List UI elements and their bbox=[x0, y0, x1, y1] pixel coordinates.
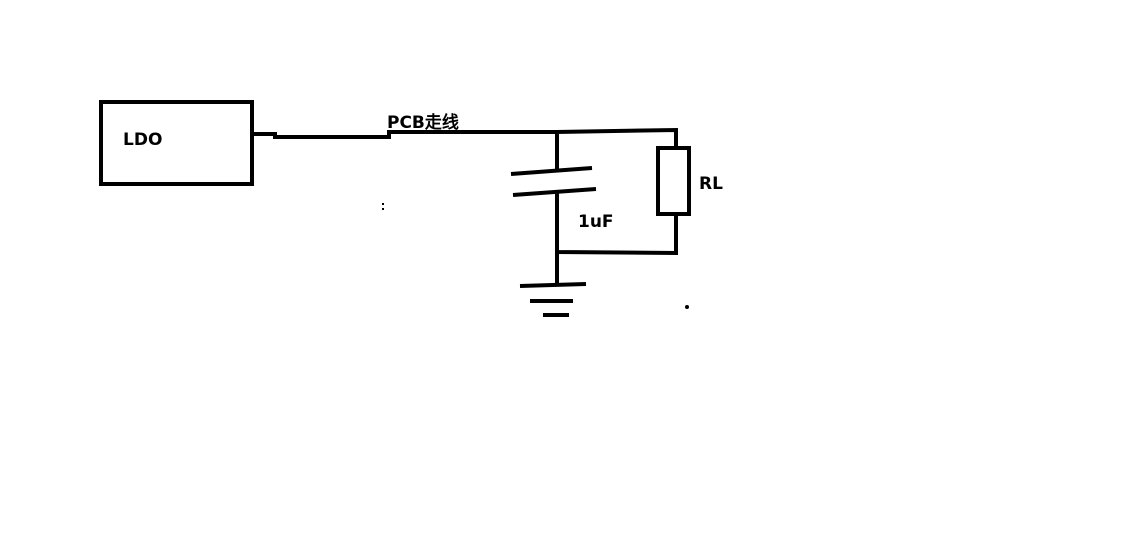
cap-bottom-lead bbox=[555, 193, 678, 256]
pcb-trace-label: PCB走线 bbox=[387, 113, 459, 133]
stray-mark bbox=[382, 203, 384, 205]
ground-line-1 bbox=[519, 282, 587, 288]
resistor-label: RL bbox=[699, 174, 723, 194]
trace-wire bbox=[252, 127, 678, 148]
cap-plate-top bbox=[510, 166, 593, 176]
capacitor-label: 1uF bbox=[578, 212, 614, 232]
cap-plate-bottom bbox=[512, 187, 597, 197]
ldo-label: LDO bbox=[123, 130, 163, 150]
stray-dot bbox=[685, 305, 689, 309]
stray-mark bbox=[382, 208, 384, 210]
ldo-box bbox=[99, 100, 254, 186]
resistor-body bbox=[656, 146, 691, 216]
